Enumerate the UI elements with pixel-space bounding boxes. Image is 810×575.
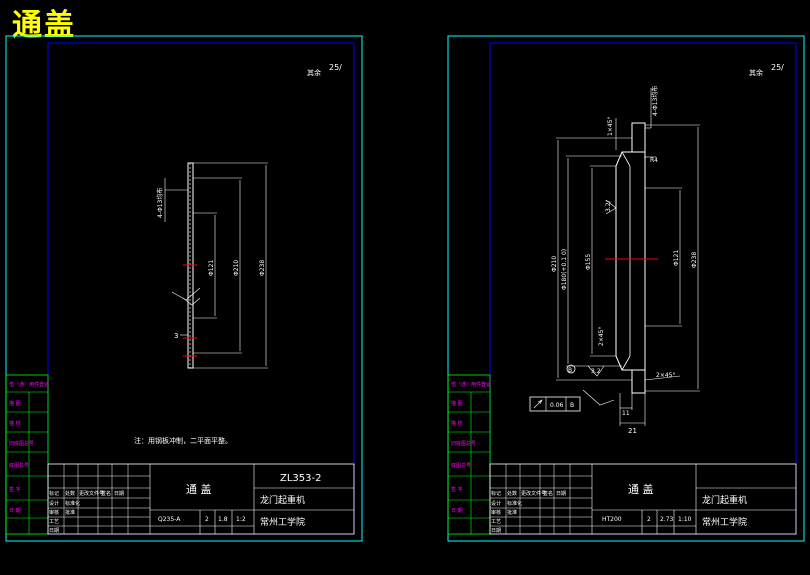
right-dim-w1: 11 xyxy=(622,410,630,417)
left-dim-thk: 3 xyxy=(174,332,178,340)
left-school: 常州工学院 xyxy=(260,516,305,528)
right-dim-tol: 0.06 xyxy=(550,402,564,409)
right-dim-d2: Φ180(+0.1 0) xyxy=(561,249,568,290)
right-dim-d4: Φ121 xyxy=(673,250,680,266)
title-block-label: 日期 xyxy=(491,528,501,534)
right-qty: 2 xyxy=(647,516,651,523)
title-block-label: 批准 xyxy=(65,509,75,516)
title-block-label: 标准化 xyxy=(507,500,522,507)
title-block-label: 审核 xyxy=(49,509,59,516)
title-block-label: 处数 xyxy=(65,490,75,497)
side-label: 描 图 xyxy=(9,400,21,407)
left-machine: 龙门起重机 xyxy=(260,494,305,506)
title-block-label: 工艺 xyxy=(491,519,501,525)
right-inner-frame xyxy=(489,42,797,535)
right-table-labels: 标记处数更改文件号签名日期设计审核工艺标准化批准日期 xyxy=(491,490,566,534)
title-block-label: 标记 xyxy=(491,490,501,497)
side-label: 旧底图总号 xyxy=(451,440,476,447)
right-dim-datum-b: B xyxy=(568,367,572,374)
side-label: 描 校 xyxy=(9,420,21,427)
left-outer-frame xyxy=(5,35,363,542)
right-dim-holes: 4-Φ13均布 xyxy=(651,86,659,116)
left-material: Q235-A xyxy=(158,516,181,523)
flatness-icon xyxy=(533,399,543,409)
right-part-name: 通 盖 xyxy=(628,482,654,496)
right-roughness-prefix: 其余 xyxy=(749,68,763,77)
left-roughness-symbol: 25/ xyxy=(329,63,342,72)
title-block-label: 设计 xyxy=(49,500,59,507)
title-block-label: 更改文件号 xyxy=(521,490,546,497)
page-title: 通盖 xyxy=(12,8,76,43)
side-label: 日 期 xyxy=(451,508,463,514)
left-note: 注：用钢板冲制，二平面平整。 xyxy=(134,436,232,445)
left-side-table xyxy=(5,374,49,535)
right-machine: 龙门起重机 xyxy=(702,494,747,506)
left-dim-d3: Φ238 xyxy=(259,260,266,276)
left-dim-d1: Φ121 xyxy=(208,260,215,276)
right-dim-r: R4 xyxy=(650,157,658,164)
left-drawing-no: ZL353-2 xyxy=(280,473,321,484)
left-qty: 2 xyxy=(205,516,209,523)
title-block-label: 处数 xyxy=(507,490,517,497)
side-label: 签 字 xyxy=(451,486,463,493)
title-block-label: 日期 xyxy=(49,528,59,534)
title-block-label: 签名 xyxy=(101,490,111,497)
right-dim-d3: Φ155 xyxy=(585,254,592,270)
title-block-label: 批准 xyxy=(507,509,517,516)
title-block-label: 标准化 xyxy=(65,500,80,507)
side-label: 旧底图总号 xyxy=(9,440,34,447)
right-dim-w2: 21 xyxy=(628,427,637,435)
title-block-label: 工艺 xyxy=(49,519,59,525)
right-dim-d1: Φ210 xyxy=(551,256,558,272)
right-cover-section xyxy=(529,88,700,426)
left-inner-frame xyxy=(47,42,355,535)
right-sheet: 其余 25/ xyxy=(447,35,805,542)
right-roughness-symbol: 25/ xyxy=(771,63,784,72)
side-label: 底图总号 xyxy=(9,462,29,469)
left-dim-holes: 4-Φ13均布 xyxy=(156,188,164,218)
side-label: 日 期 xyxy=(9,508,21,514)
right-dim-ra: 3.2 xyxy=(591,368,601,375)
title-block-label: 签名 xyxy=(543,490,553,497)
title-block-label: 日期 xyxy=(114,491,124,497)
right-side-table xyxy=(447,374,491,535)
left-scale1: 1.8 xyxy=(218,516,228,523)
title-block-label: 更改文件号 xyxy=(79,490,104,497)
side-label: 签 字 xyxy=(9,486,21,493)
right-scale1: 2.73 xyxy=(660,516,674,523)
title-block-label: 日期 xyxy=(556,491,566,497)
left-table-labels: 标记处数更改文件号签名日期设计审核工艺标准化批准日期 xyxy=(49,490,124,534)
right-dim-chamfer-left: 2×45° xyxy=(598,327,605,346)
title-block-label: 审核 xyxy=(491,509,501,516)
right-dim-angle: 3.2/ xyxy=(605,199,612,212)
left-sheet: 其余 25/ xyxy=(5,35,363,542)
right-school: 常州工学院 xyxy=(702,516,747,528)
right-dim-chamfer-bot: 2×45° xyxy=(656,372,675,379)
left-title-block xyxy=(47,463,355,535)
left-dim-d2: Φ210 xyxy=(233,260,240,276)
left-plate-section xyxy=(164,162,268,369)
right-dim-d5: Φ238 xyxy=(691,252,698,268)
side-label: 借（通）用件登记 xyxy=(9,381,49,388)
title-block-label: 设计 xyxy=(491,500,501,507)
side-label: 底图总号 xyxy=(451,462,471,469)
right-dim-chamfer-top: 1×45° xyxy=(607,117,614,136)
right-outer-frame xyxy=(447,35,805,542)
left-part-name: 通 盖 xyxy=(186,482,212,496)
left-roughness-prefix: 其余 xyxy=(307,68,321,77)
side-label: 借（通）用件登记 xyxy=(451,381,491,388)
right-scale2: 1:10 xyxy=(678,516,692,523)
left-scale2: 1:2 xyxy=(236,516,246,523)
right-title-block xyxy=(489,463,797,535)
right-dim-datum: B xyxy=(570,402,574,409)
side-label: 描 图 xyxy=(451,400,463,407)
title-block-label: 标记 xyxy=(49,490,59,497)
side-label: 描 校 xyxy=(451,420,463,427)
right-material: HT200 xyxy=(602,516,622,523)
